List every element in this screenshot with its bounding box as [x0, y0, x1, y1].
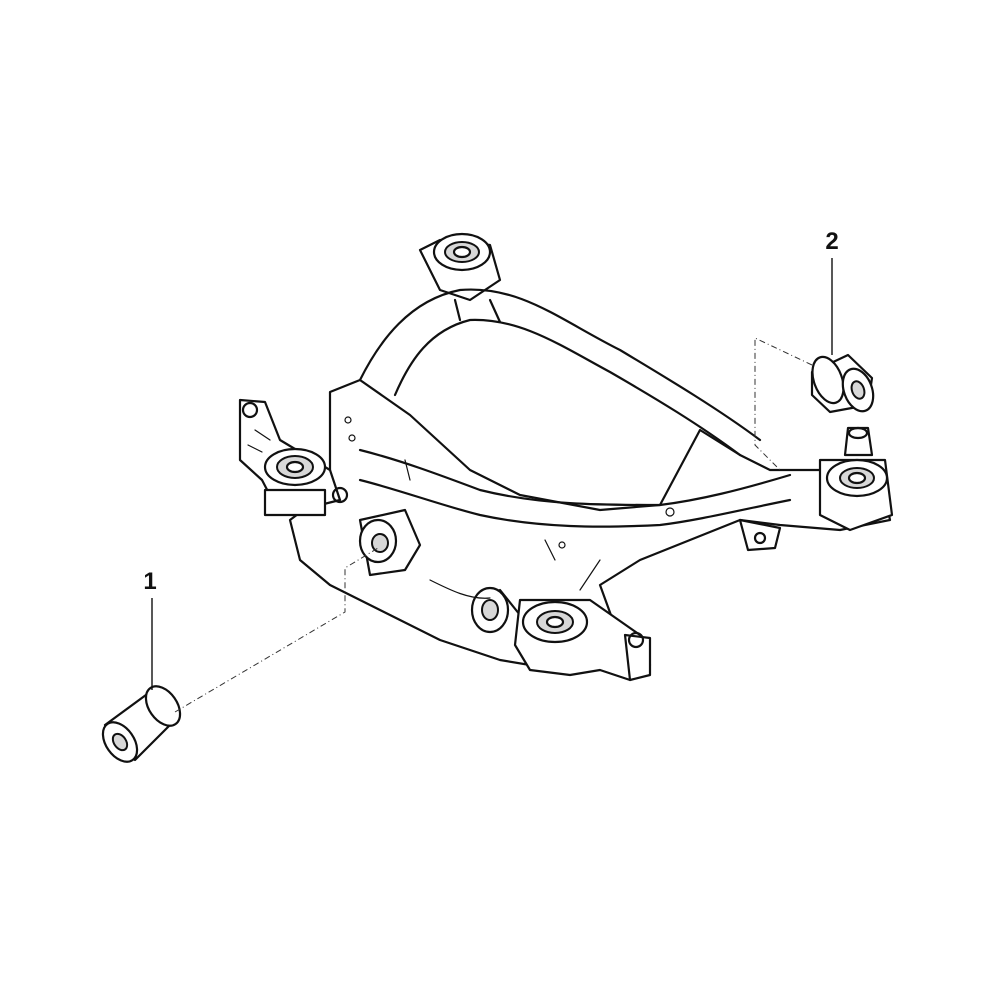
leader-lines: [151, 258, 833, 713]
rear-subframe: [238, 232, 894, 682]
bushing-part-1: [101, 685, 182, 763]
leader-line-2-dashed: [754, 337, 813, 471]
bushing-part-2: [810, 353, 875, 414]
leader-line-1-dashed: [174, 547, 379, 713]
callout-label-1: 1: [143, 568, 156, 595]
callout-label-2: 2: [825, 228, 838, 255]
